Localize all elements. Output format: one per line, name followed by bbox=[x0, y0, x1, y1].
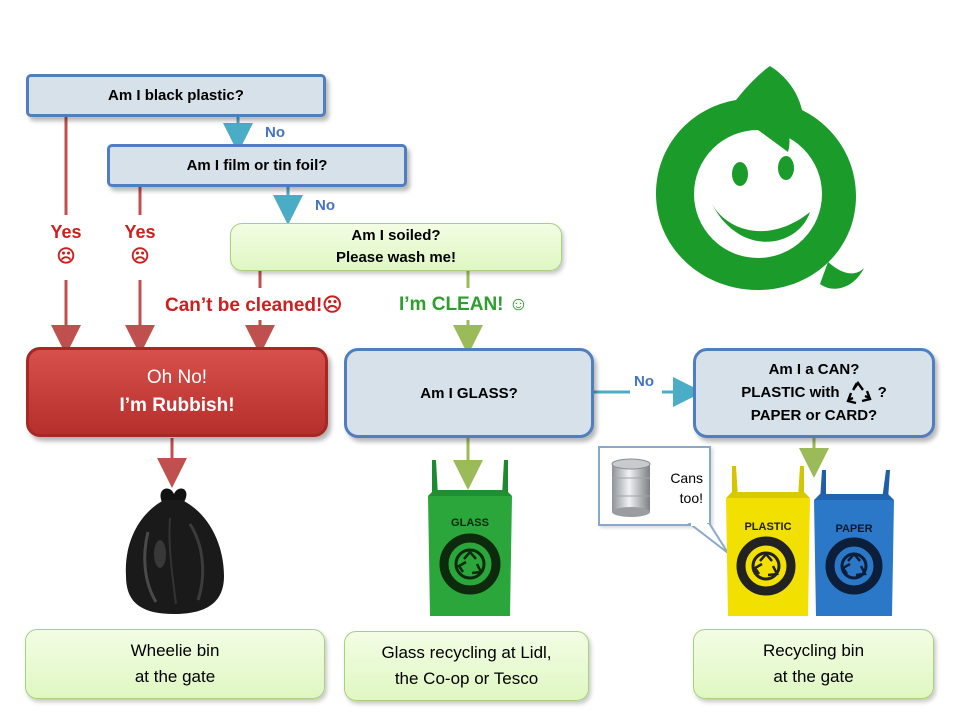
callout-text: Cans too! bbox=[670, 468, 703, 508]
yes-label-mid: Yes ☹ bbox=[117, 220, 163, 268]
sad-face-icon: ☹ bbox=[56, 246, 76, 266]
rubbish-line2: I’m Rubbish! bbox=[119, 395, 235, 416]
yes-label-left-text: Yes bbox=[50, 222, 82, 242]
yes-label-left: Yes ☹ bbox=[43, 220, 89, 268]
recycle-icon bbox=[845, 381, 872, 405]
plastic-bag-label: PLASTIC bbox=[744, 521, 791, 533]
recycling-bin-line2: at the gate bbox=[773, 667, 854, 686]
no-label-3: No bbox=[634, 373, 654, 390]
question-glass-text: Am I GLASS? bbox=[420, 384, 518, 402]
glass-recycling-line1: Glass recycling at Lidl, bbox=[381, 643, 552, 662]
question-can-line2-text: PLASTIC with bbox=[741, 384, 840, 401]
paper-bag-label: PAPER bbox=[835, 523, 872, 535]
question-can-line3: PAPER or CARD? bbox=[750, 407, 878, 424]
question-black-plastic-text: Am I black plastic? bbox=[108, 87, 244, 104]
wheelie-line2: at the gate bbox=[134, 667, 216, 686]
question-can-line1: Am I a CAN? bbox=[768, 361, 860, 378]
callout-line1: Cans bbox=[670, 470, 703, 486]
tin-can-image bbox=[611, 458, 651, 517]
wheelie-bin-box: Wheelie bin at the gate bbox=[25, 629, 325, 699]
glass-recycling-box: Glass recycling at Lidl, the Co-op or Te… bbox=[344, 631, 589, 701]
question-can-line2-mark: ? bbox=[877, 384, 887, 401]
question-soiled: Am I soiled? Please wash me! bbox=[230, 223, 562, 271]
plastic-bag-image: PLASTIC bbox=[726, 466, 810, 616]
question-can-plastic-paper: Am I a CAN? PLASTIC with ? PAPER or CARD… bbox=[693, 348, 935, 438]
question-glass: Am I GLASS? bbox=[344, 348, 594, 438]
wheelie-line1: Wheelie bin bbox=[130, 641, 220, 660]
recycling-bin-box: Recycling bin at the gate bbox=[693, 629, 934, 699]
callout-line2: too! bbox=[679, 490, 703, 506]
black-bin-bag-image bbox=[125, 488, 224, 614]
glass-bag-label: GLASS bbox=[451, 517, 489, 529]
glass-recycling-line2: the Co-op or Tesco bbox=[394, 669, 539, 688]
question-film-foil: Am I film or tin foil? bbox=[107, 144, 407, 187]
question-soiled-line1: Am I soiled? bbox=[351, 227, 441, 244]
callout-pointer bbox=[687, 523, 729, 554]
rubbish-line1: Oh No! bbox=[146, 367, 208, 388]
no-label-2: No bbox=[315, 197, 335, 214]
question-film-foil-text: Am I film or tin foil? bbox=[186, 157, 328, 174]
no-label-1: No bbox=[265, 124, 285, 141]
sad-face-icon: ☹ bbox=[130, 246, 150, 266]
question-black-plastic: Am I black plastic? bbox=[26, 74, 326, 117]
cant-be-cleaned-label: Can’t be cleaned!☹ bbox=[165, 295, 343, 316]
question-can-line2: PLASTIC with ? bbox=[741, 381, 887, 405]
recycling-bin-line1: Recycling bin bbox=[762, 641, 865, 660]
glass-bag-image: GLASS bbox=[428, 460, 512, 616]
im-clean-label: I’m CLEAN! ☺ bbox=[399, 294, 529, 315]
smiley-logo bbox=[656, 66, 864, 290]
rubbish-box: Oh No! I’m Rubbish! bbox=[26, 347, 328, 437]
paper-bag-image: PAPER bbox=[814, 470, 894, 616]
cans-callout: Cans too! bbox=[598, 446, 711, 526]
yes-label-mid-text: Yes bbox=[124, 222, 156, 242]
question-soiled-line2: Please wash me! bbox=[335, 249, 457, 266]
